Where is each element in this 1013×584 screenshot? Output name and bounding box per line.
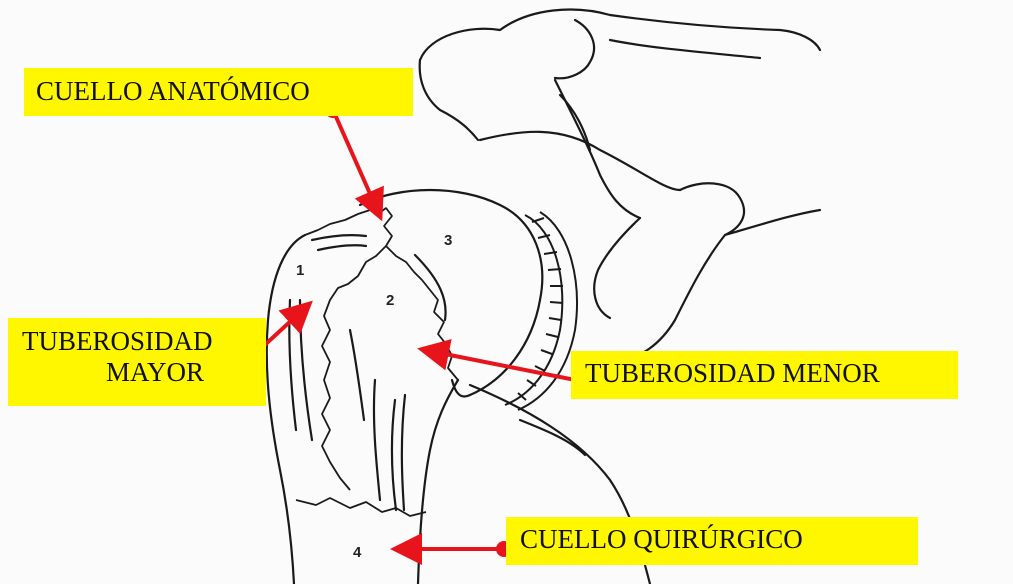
arrow-origin-dots [221, 102, 588, 557]
label-cuello-quirurgico-text: CUELLO QUIRÚRGICO [520, 524, 918, 555]
label-cuello-anatomico: CUELLO ANATÓMICO [24, 68, 413, 116]
region-number-3: 3 [444, 232, 452, 249]
label-tuberosidad-mayor-line1: TUBEROSIDAD [22, 326, 266, 357]
label-cuello-quirurgico: CUELLO QUIRÚRGICO [506, 517, 918, 565]
glenoid-rim [505, 212, 577, 410]
label-tuberosidad-mayor-line2: MAYOR [22, 357, 266, 388]
region-number-4: 4 [353, 544, 361, 561]
region-number-2: 2 [386, 292, 394, 309]
arrow-cuello-anatomico [333, 110, 379, 214]
region-number-1: 1 [296, 262, 304, 279]
label-tuberosidad-menor-text: TUBEROSIDAD MENOR [585, 358, 958, 389]
scapula-outline [420, 10, 820, 584]
humeral-shaft [267, 235, 458, 584]
label-cuello-anatomico-text: CUELLO ANATÓMICO [36, 76, 413, 107]
label-tuberosidad-mayor: TUBEROSIDAD MAYOR [8, 318, 266, 406]
label-tuberosidad-menor: TUBEROSIDAD MENOR [571, 351, 958, 399]
